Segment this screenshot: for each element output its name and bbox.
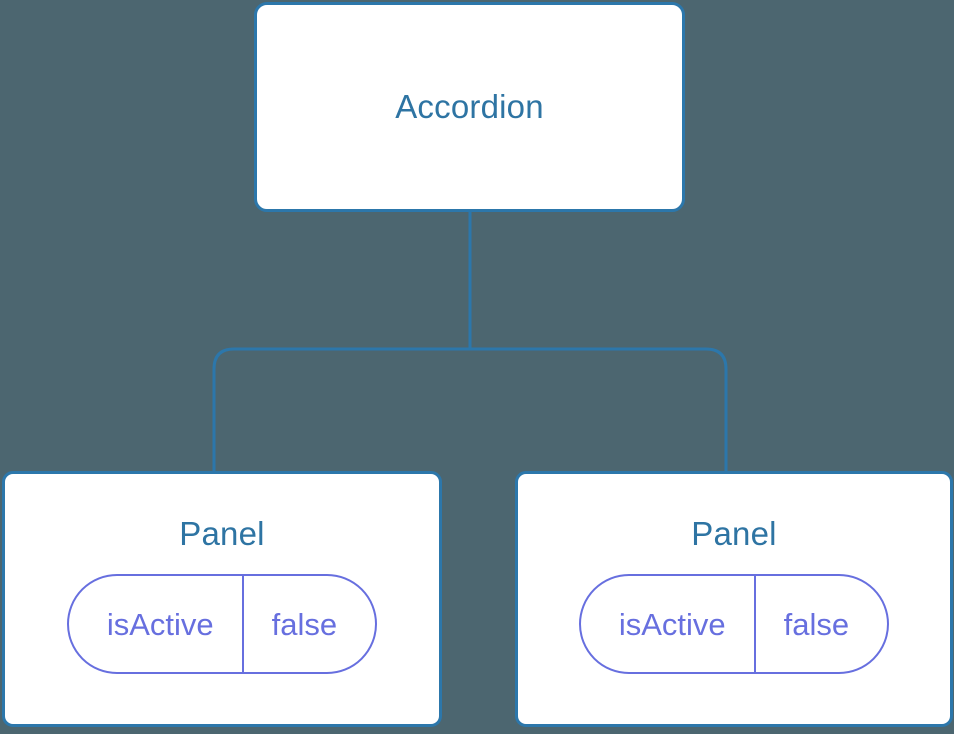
node-panel-0-state-value: false [241, 576, 375, 673]
node-panel-1-title: Panel [691, 515, 777, 552]
node-accordion[interactable]: Accordion [254, 2, 685, 212]
node-panel-0-title: Panel [179, 515, 265, 552]
node-panel-1-state-key: isActive [618, 606, 726, 642]
node-panel-1-state-value: false [753, 576, 887, 673]
node-panel-0-state-key: isActive [106, 606, 214, 642]
node-panel-1-state-badge[interactable]: isActive false [578, 574, 890, 675]
node-panel-1[interactable]: Panel isActive false [515, 471, 953, 727]
node-panel-0[interactable]: Panel isActive false [2, 471, 442, 727]
edge-to-panel-1 [470, 347, 728, 472]
node-panel-0-state-badge[interactable]: isActive false [66, 574, 378, 675]
node-accordion-title: Accordion [395, 87, 544, 125]
edge-to-panel-0 [212, 347, 470, 472]
